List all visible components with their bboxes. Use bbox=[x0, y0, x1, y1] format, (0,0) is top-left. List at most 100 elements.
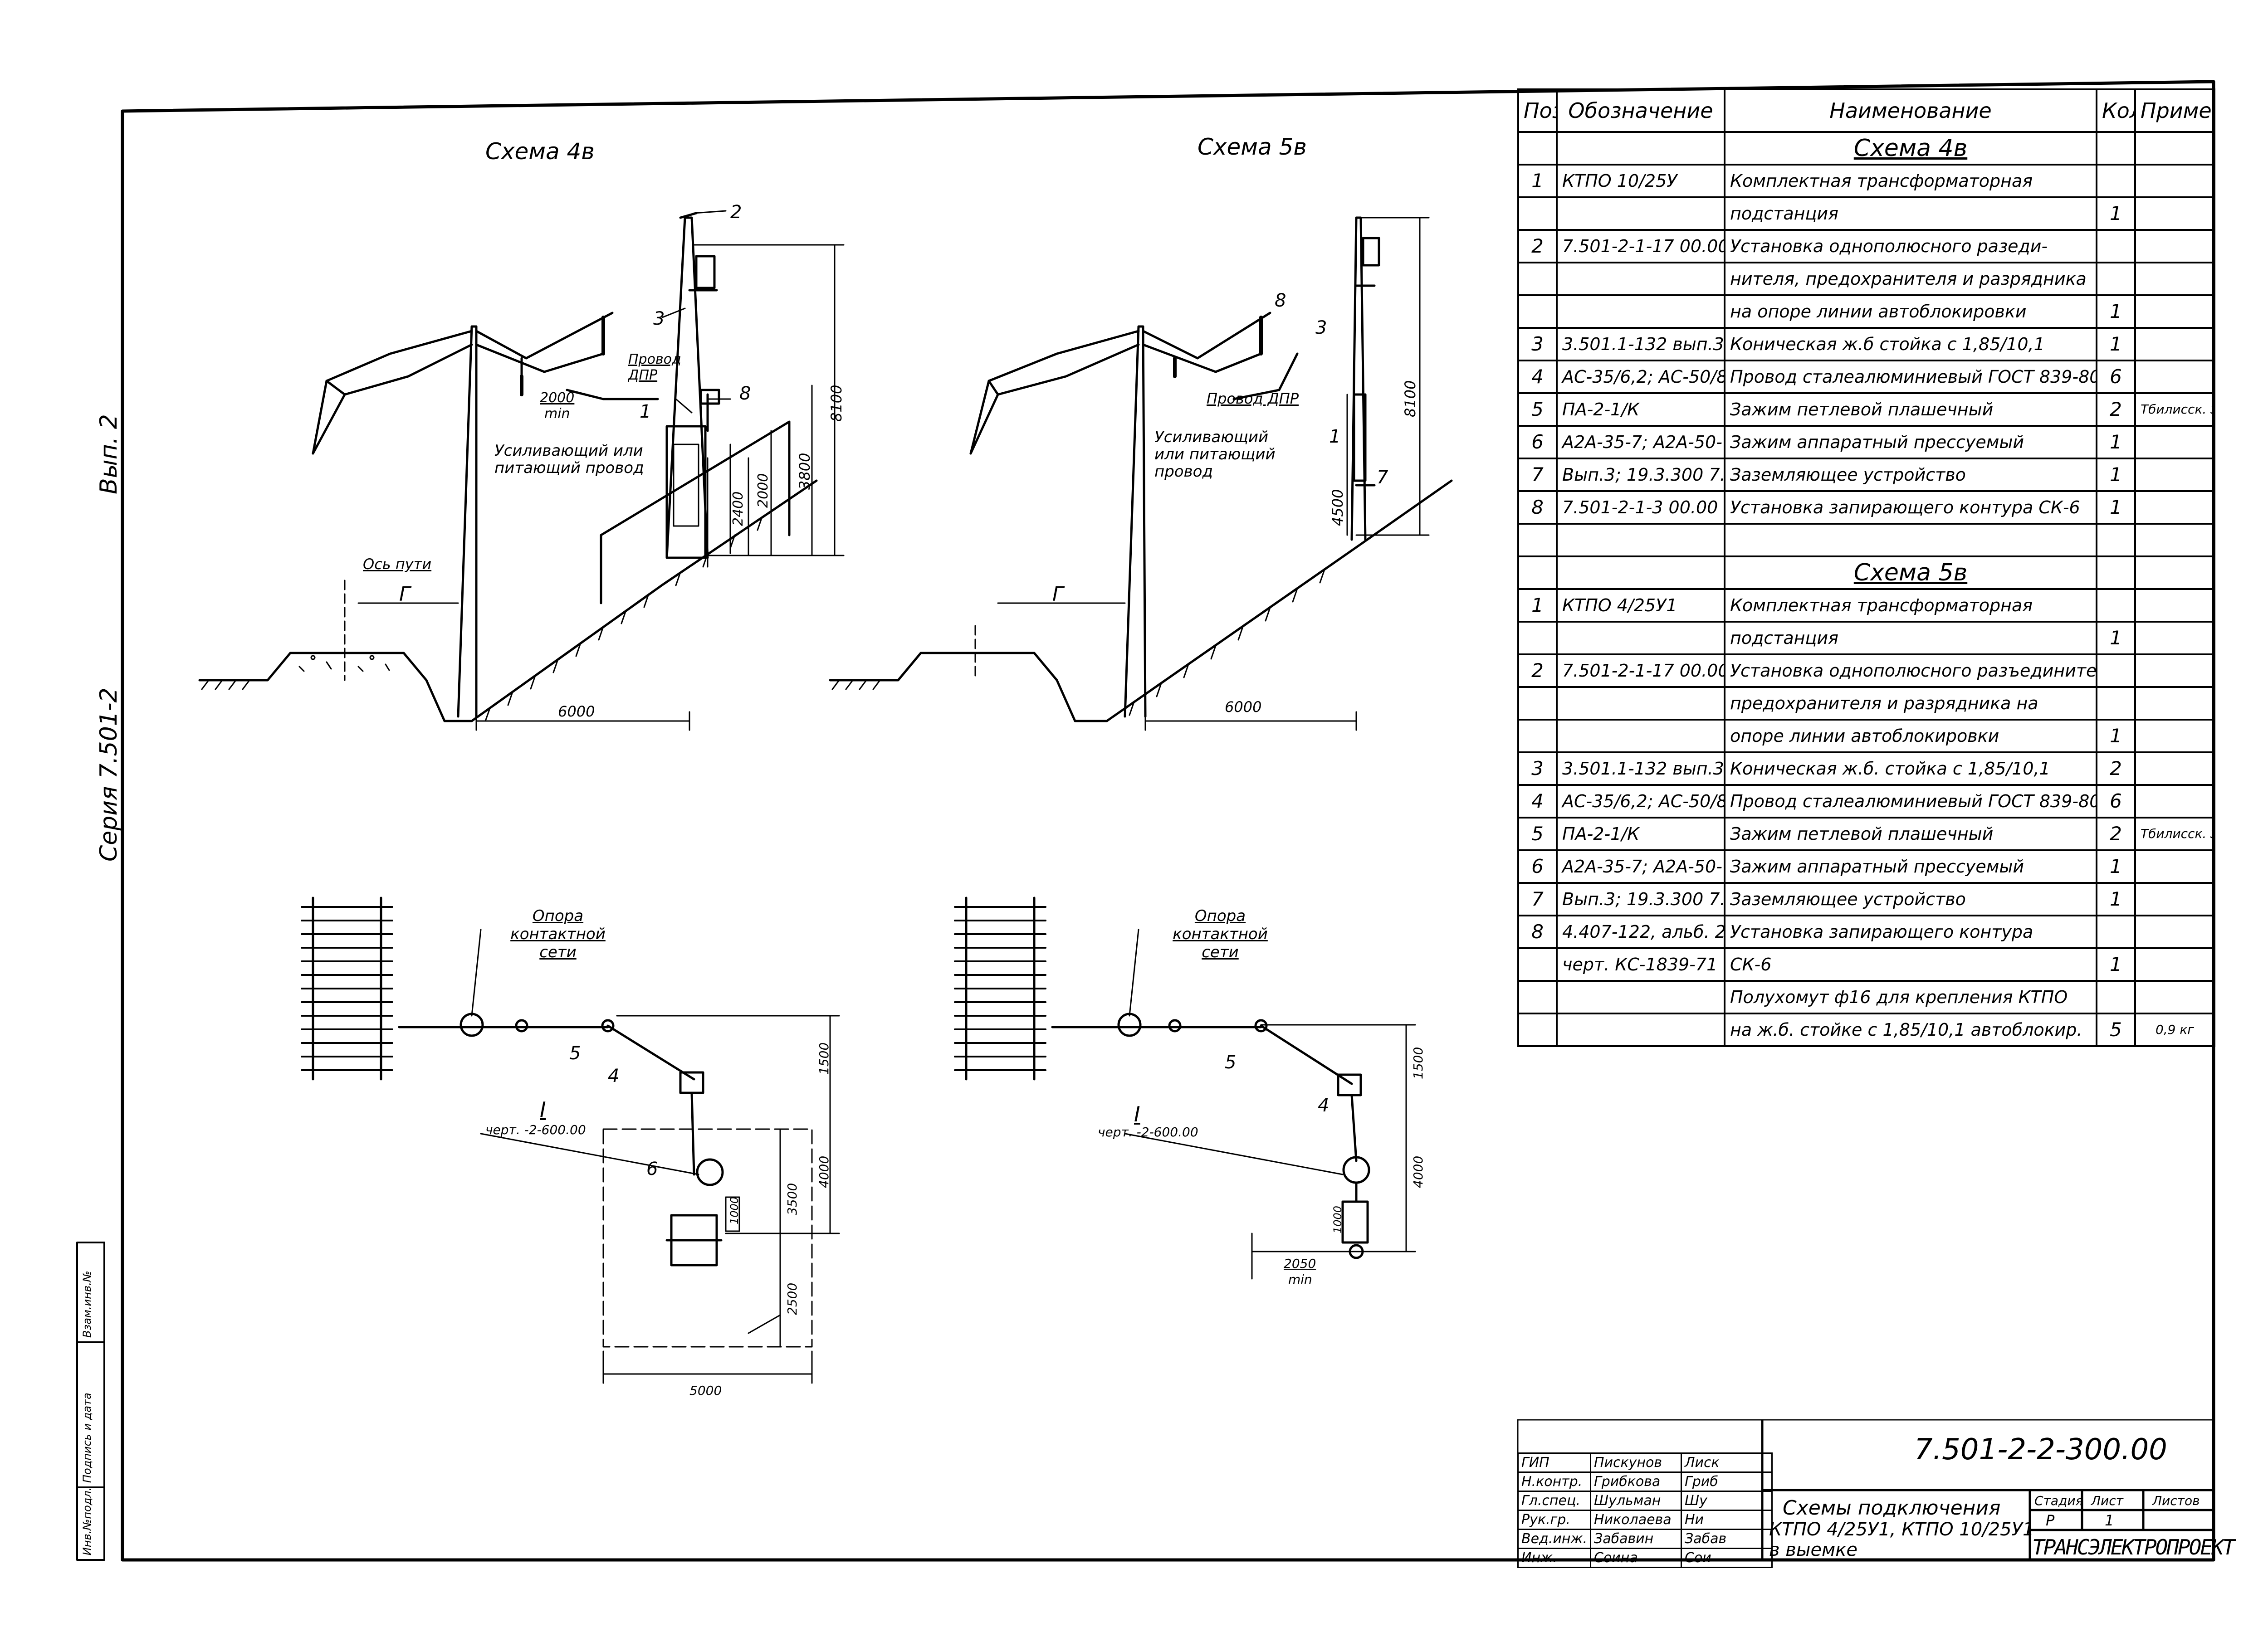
table-row: нителя, предохранителя и разрядника bbox=[1517, 262, 2215, 296]
label-2000: 2000 bbox=[755, 473, 771, 508]
label-5000: 5000 bbox=[689, 1383, 722, 1398]
cell-note bbox=[2134, 490, 2215, 525]
cell-qty bbox=[2096, 686, 2136, 721]
label-support: Опора контактной сети bbox=[510, 907, 606, 961]
cell-name: Провод сталеалюминиевый ГОСТ 839-80Е bbox=[1724, 360, 2097, 394]
label-pos-5-5v: 5 bbox=[1225, 1052, 1237, 1073]
cell-code bbox=[1556, 719, 1725, 753]
table-row: Полухомут ф16 для крепления КТПО bbox=[1517, 980, 2215, 1014]
cell-code bbox=[1556, 196, 1725, 231]
cell-pos bbox=[1517, 523, 1558, 557]
cell-qty bbox=[2096, 980, 2136, 1014]
cell-code: 4.407-122, альб. 2 bbox=[1556, 915, 1725, 949]
cell-pos: 1 bbox=[1517, 588, 1558, 623]
fence-plan bbox=[602, 1128, 813, 1348]
series-label: Серия 7.501-2 bbox=[95, 687, 122, 862]
signer-role: Рук.гр. bbox=[1517, 1510, 1591, 1530]
signer-sign: Сои bbox=[1681, 1548, 1773, 1568]
label-wire-dpr-5v: Провод ДПР bbox=[1207, 390, 1299, 407]
signer-role: Н.контр. bbox=[1517, 1471, 1591, 1492]
cell-note bbox=[2134, 294, 2215, 329]
signer-name: Грибкова bbox=[1590, 1471, 1682, 1492]
title-line-2: КТПО 4/25У1, КТПО 10/25У1 bbox=[1769, 1519, 2034, 1540]
label-6000: 6000 bbox=[558, 703, 595, 720]
label-3800: 3800 bbox=[796, 453, 813, 490]
cell-note bbox=[2134, 164, 2215, 198]
label-feeder-5v: Усиливающий или питающий провод bbox=[1154, 428, 1276, 481]
cell-name: Коническая ж.б. стойка с 1,85/10,1 bbox=[1724, 751, 2097, 786]
scheme-5v-plan bbox=[954, 896, 1416, 1280]
fence bbox=[600, 420, 791, 604]
cell-code bbox=[1556, 686, 1725, 721]
cell-code: черт. КС-1839-71 bbox=[1556, 947, 1725, 982]
cell-code: КТПО 4/25У1 bbox=[1556, 588, 1725, 623]
header-note: Приме:. bbox=[2134, 88, 2215, 133]
label-pos-4-5v: 4 bbox=[1318, 1095, 1330, 1116]
cell-pos bbox=[1517, 294, 1558, 329]
cell-qty: 1 bbox=[2096, 294, 2136, 329]
signer-sign: Шу bbox=[1681, 1491, 1773, 1511]
cell-pos: 6 bbox=[1517, 849, 1558, 884]
cell-qty: 1 bbox=[2096, 458, 2136, 492]
title-line-3: в выемке bbox=[1769, 1540, 1857, 1560]
cell-name: Зажим петлевой плашечный bbox=[1724, 817, 2097, 851]
contact-pole bbox=[457, 325, 478, 718]
label-3500: 3500 bbox=[785, 1183, 800, 1215]
doc-code: 7.501-2-2-300.00 bbox=[1914, 1433, 2167, 1466]
label-8100: 8100 bbox=[828, 385, 845, 422]
cell-name: Установка запирающего контура СК-6 bbox=[1724, 490, 2097, 525]
cell-name: Установка однополюсного разъединителя, bbox=[1724, 653, 2097, 688]
table-row bbox=[1517, 523, 2215, 557]
label-pos-7-5v: 7 bbox=[1377, 467, 1388, 488]
signer-name: Николаева bbox=[1590, 1510, 1682, 1530]
cell-note bbox=[2134, 751, 2215, 786]
header-name: Наименование bbox=[1724, 88, 2097, 133]
cell-code bbox=[1556, 980, 1725, 1014]
cell-name: Комплектная трансформаторная bbox=[1724, 588, 2097, 623]
cell-code: АС-35/6,2; АС-50/8,0 bbox=[1556, 784, 1725, 818]
label-8100-5v: 8100 bbox=[1402, 380, 1419, 417]
cell-code: 3.501.1-132 вып.3 bbox=[1556, 327, 1725, 361]
cell-pos: 7 bbox=[1517, 458, 1558, 492]
label-g-5v: Г bbox=[1052, 583, 1064, 606]
label-1500-5v: 1500 bbox=[1411, 1047, 1426, 1079]
signer-role: Гл.спец. bbox=[1517, 1491, 1591, 1511]
section-title: Схема 4в bbox=[1724, 131, 2097, 166]
cell-name: Заземляющее устройство bbox=[1724, 458, 2097, 492]
label-pos-3: 3 bbox=[653, 308, 665, 329]
scheme-4v-plan bbox=[301, 896, 840, 1384]
cell-note bbox=[2134, 588, 2215, 623]
cell-qty: 6 bbox=[2096, 784, 2136, 818]
stage-value: Р bbox=[2046, 1512, 2055, 1529]
title-line-1: Схемы подключения bbox=[1783, 1496, 2001, 1520]
cell-qty bbox=[2096, 653, 2136, 688]
label-pos-5: 5 bbox=[569, 1043, 581, 1064]
cell-pos: 3 bbox=[1517, 751, 1558, 786]
cell-code: 7.501-2-1-17 00.00 bbox=[1556, 229, 1725, 263]
label-wire-dpr: Провод ДПР bbox=[628, 351, 681, 383]
label-4000: 4000 bbox=[816, 1155, 831, 1188]
parts-table: Поз Обозначение Наименование Кол Приме:.… bbox=[1517, 88, 2215, 1047]
cell-note bbox=[2134, 653, 2215, 688]
cell-name: нителя, предохранителя и разрядника bbox=[1724, 262, 2097, 296]
cell-pos: 1 bbox=[1517, 164, 1558, 198]
cell-pos: 2 bbox=[1517, 229, 1558, 263]
cell-qty: 1 bbox=[2096, 947, 2136, 982]
label-1000: 1000 bbox=[728, 1196, 741, 1224]
label-2400: 2400 bbox=[730, 491, 746, 526]
table-row: 4АС-35/6,2; АС-50/8,0Провод сталеалюмини… bbox=[1517, 360, 2215, 394]
cell-name: Зажим аппаратный прессуемый bbox=[1724, 425, 2097, 459]
label-pos-3-5v: 3 bbox=[1315, 317, 1327, 338]
header-qty: Кол bbox=[2096, 88, 2136, 133]
label-pos-6: 6 bbox=[646, 1159, 658, 1179]
label-4000-5v: 4000 bbox=[1411, 1155, 1426, 1188]
cell-qty: 6 bbox=[2096, 360, 2136, 394]
label-pos-4: 4 bbox=[608, 1066, 620, 1086]
